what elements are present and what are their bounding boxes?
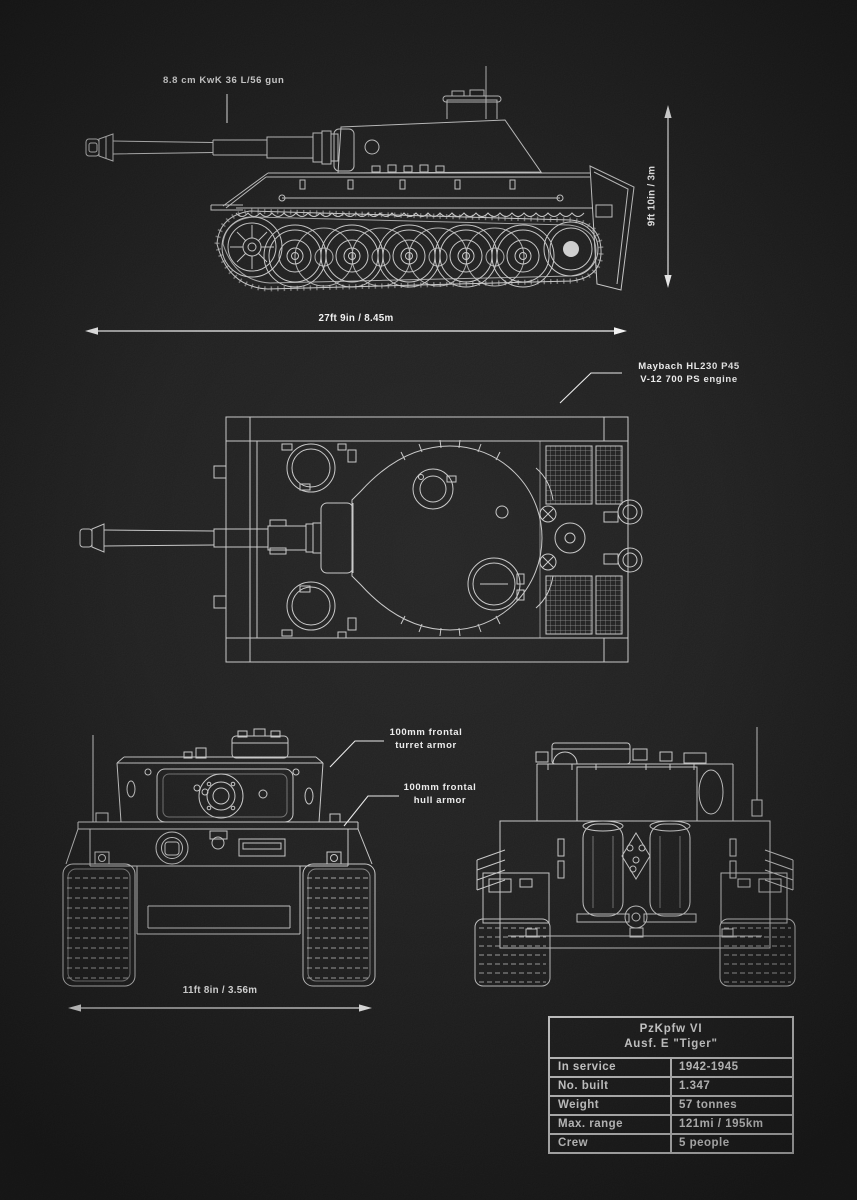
hull-armor-annotation: 100mm frontal hull armor (360, 781, 520, 807)
turret-armor-line1: 100mm frontal (389, 727, 463, 738)
table-row: Max. range 121mi / 195km (548, 1114, 794, 1135)
spec-label: In service (548, 1057, 672, 1078)
turret-armor-annotation: 100mm frontal turret armor (346, 726, 506, 752)
gun-annotation: 8.8 cm KwK 36 L/56 gun (163, 75, 285, 86)
engine-annotation-line1: Maybach HL230 P45 (638, 361, 740, 372)
spec-value: 121mi / 195km (670, 1114, 794, 1135)
spec-label: Weight (548, 1095, 672, 1116)
engine-annotation-line2: V-12 700 PS engine (640, 374, 738, 385)
spec-value: 57 tonnes (670, 1095, 794, 1116)
spec-label: Max. range (548, 1114, 672, 1135)
spec-label: No. built (548, 1076, 672, 1097)
spec-value: 5 people (670, 1133, 794, 1154)
spec-value: 1942-1945 (670, 1057, 794, 1078)
hull-armor-line1: 100mm frontal (403, 782, 477, 793)
spec-value: 1.347 (670, 1076, 794, 1097)
spec-table-header-row: PzKpfw VI Ausf. E "Tiger" (548, 1016, 794, 1059)
spec-table-title-line2: Ausf. E "Tiger" (624, 1038, 718, 1050)
length-dimension-label: 27ft 9in / 8.45m (318, 313, 394, 324)
spec-table-title: PzKpfw VI Ausf. E "Tiger" (548, 1016, 794, 1059)
spec-label: Crew (548, 1133, 672, 1154)
table-row: Crew 5 people (548, 1133, 794, 1154)
table-row: Weight 57 tonnes (548, 1095, 794, 1116)
height-dimension-label: 9ft 10in / 3m (646, 165, 658, 227)
table-row: No. built 1.347 (548, 1076, 794, 1097)
hull-armor-line2: hull armor (413, 795, 467, 806)
turret-armor-line2: turret armor (395, 740, 457, 751)
spec-table-title-line1: PzKpfw VI (639, 1023, 703, 1035)
width-dimension-label: 11ft 8in / 3.56m (182, 985, 258, 996)
spec-table: PzKpfw VI Ausf. E "Tiger" In service 194… (548, 1016, 794, 1154)
engine-annotation: Maybach HL230 P45 V-12 700 PS engine (589, 360, 789, 386)
table-row: In service 1942-1945 (548, 1057, 794, 1078)
